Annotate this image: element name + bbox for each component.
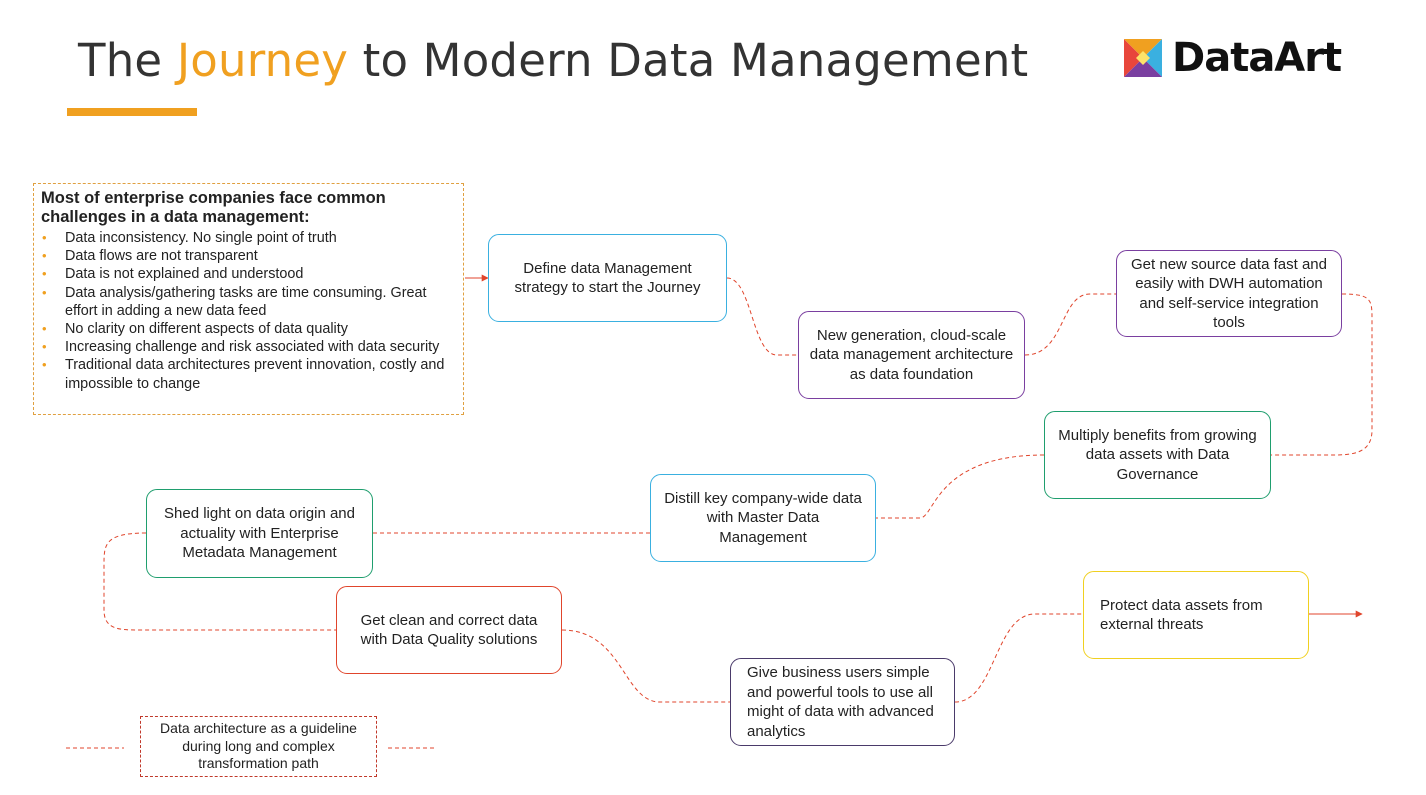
connector-metadata-quality [103,532,336,631]
connector-integration-governance [1271,293,1373,456]
stage-architecture: New generation, cloud-scale data managem… [798,311,1025,399]
connector-architecture-integration [1024,293,1116,356]
stage-strategy: Define data Management strategy to start… [488,234,727,322]
stage-metadata: Shed light on data origin and actuality … [146,489,373,578]
stage-governance: Multiply benefits from growing data asse… [1044,411,1271,499]
challenge-item: Data is not explained and understood [41,265,456,283]
logo: DataArt [1124,35,1342,81]
title-accent: Journey [176,34,349,87]
challenge-item: Data flows are not transparent [41,247,456,265]
title-before: The [78,34,177,87]
stage-analytics: Give business users simple and powerful … [730,658,955,746]
challenge-item: No clarity on different aspects of data … [41,320,456,338]
challenge-item: Data inconsistency. No single point of t… [41,229,456,247]
legend-box: Data architecture as a guideline during … [140,716,377,777]
stage-mdm: Distill key company-wide data with Maste… [650,474,876,562]
stage-security: Protect data assets from external threat… [1083,571,1309,659]
logo-text: DataArt [1172,35,1342,81]
stage-quality: Get clean and correct data with Data Qua… [336,586,562,674]
connector-strategy-architecture [726,277,798,356]
connector-analytics-security [954,613,1083,703]
challenges-box: Most of enterprise companies face common… [33,183,464,415]
connector-governance-mdm [876,454,1045,519]
challenge-item: Data analysis/gathering tasks are time c… [41,284,456,320]
title-after: to Modern Data Management [348,34,1029,87]
connector-quality-analytics [561,629,730,703]
title-underline [67,108,197,116]
challenges-list: Data inconsistency. No single point of t… [41,229,456,393]
dataart-logo-icon [1124,39,1162,77]
challenges-heading: Most of enterprise companies face common… [41,189,386,226]
challenge-item: Traditional data architectures prevent i… [41,356,456,392]
stage-integration: Get new source data fast and easily with… [1116,250,1342,337]
page-title: The Journey to Modern Data Management [78,34,1028,87]
challenge-item: Increasing challenge and risk associated… [41,338,456,356]
